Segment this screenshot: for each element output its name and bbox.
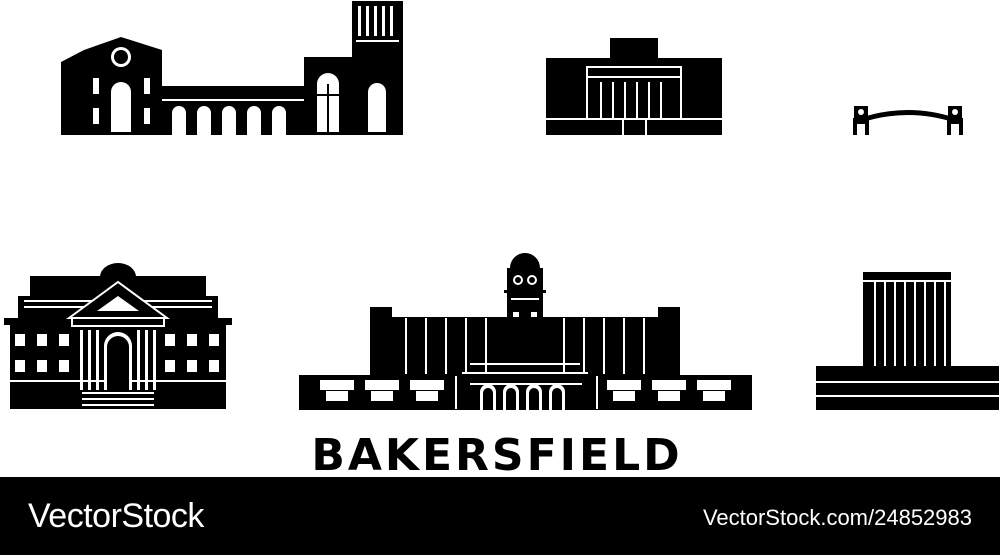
- civic-building-landmark: [546, 38, 722, 135]
- city-title: BAKERSFIELD: [311, 430, 683, 481]
- clock-tower-landmark: [299, 253, 752, 410]
- domed-hall-landmark: [4, 263, 232, 409]
- bridge-landmark: [853, 106, 963, 135]
- skyline-illustration: [4, 1, 999, 410]
- watermark-footer: VectorStock VectorStock.com/24852983: [0, 477, 1000, 555]
- tower-block-landmark: [816, 272, 999, 410]
- brand-logo: VectorStock: [28, 497, 204, 535]
- image-reference: VectorStock.com/24852983: [702, 505, 972, 530]
- church-landmark: [61, 1, 403, 135]
